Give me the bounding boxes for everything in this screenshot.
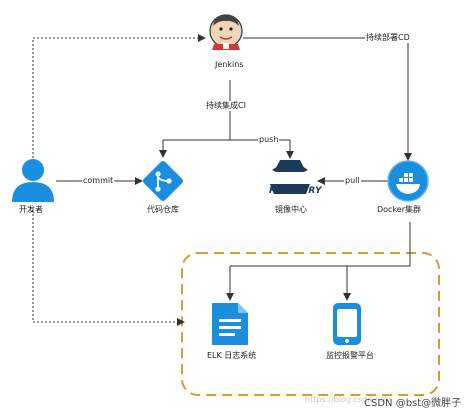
jenkins-icon — [209, 14, 243, 50]
edge-label-ci: 持续集成CI — [205, 101, 247, 111]
docker-registry-logo — [270, 160, 310, 194]
developer-label: 开发者 — [19, 205, 43, 214]
watermark-faint-url: https://blog.csdn.net/ — [305, 395, 391, 404]
edge-label-cd: 持续部署CD — [365, 33, 411, 43]
edge-dev-to-jenkins — [32, 34, 206, 158]
docker-cluster-icon — [387, 160, 429, 202]
edge-dev-to-monitoring — [32, 210, 185, 326]
elk-label: ELK 日志系统 — [207, 351, 257, 360]
edge-label-pull: pull — [344, 176, 361, 186]
developer-person-icon — [12, 159, 54, 202]
jenkins-label: Jenkins — [215, 60, 244, 69]
docker-cluster-label: Docker集群 — [377, 205, 422, 214]
edge-label-commit: commit — [82, 176, 115, 186]
registry-logo-small-text: Docker — [280, 179, 302, 186]
elk-document-icon — [212, 303, 248, 345]
code-repo-label: 代码仓库 — [147, 205, 179, 214]
monitor-label: 监控报警平台 — [326, 351, 374, 360]
registry-logo-text: REGISTRY — [269, 186, 323, 196]
edge-docker-down — [230, 222, 411, 267]
monitor-phone-icon — [333, 303, 361, 345]
edge-label-push: push — [258, 135, 280, 145]
git-repo-icon — [143, 161, 183, 201]
watermark-csdn: CSDN @bst@微胖子 — [364, 398, 462, 409]
registry-label: 镜像中心 — [275, 205, 307, 214]
